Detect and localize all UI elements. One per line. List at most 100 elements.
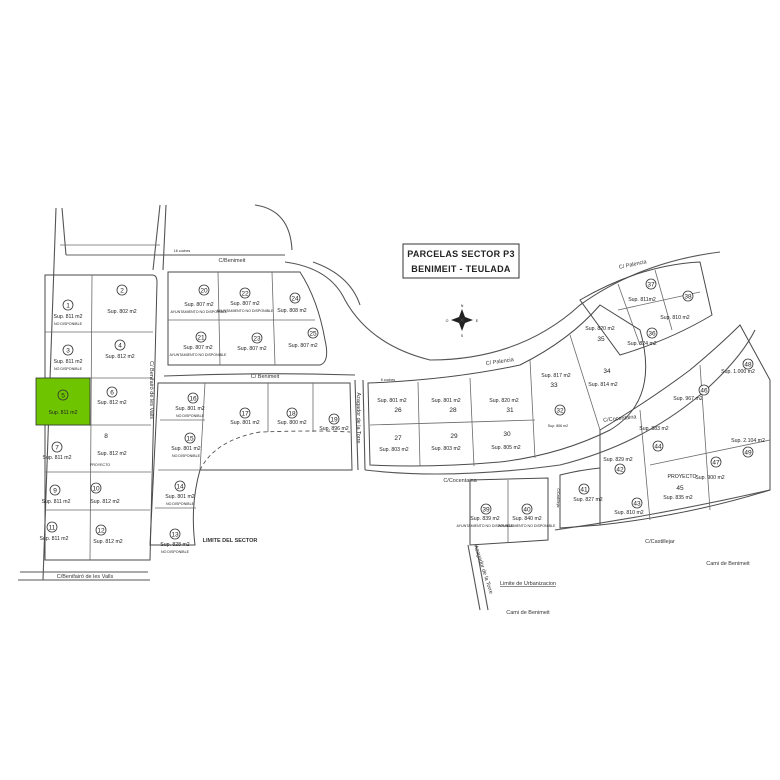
parcel-1[interactable]: 1 Sup. 811 m2 NO DISPONIBLE (53, 299, 83, 326)
svg-text:44: 44 (654, 444, 662, 451)
parcel-33[interactable]: Sup. 817 m2 33 (541, 373, 571, 389)
parcel-6[interactable]: 6 Sup. 812 m2 (97, 386, 127, 406)
parcel-8[interactable]: 8 Sup. 812 m2 PROYECTO (90, 433, 127, 467)
parcel-48[interactable]: 48 Sup. 1.000 m2 (721, 358, 755, 375)
parcel-5-highlight[interactable] (35, 377, 91, 426)
label-c-palencia-mid: C/ Palencia (486, 357, 516, 367)
svg-text:Sup. 840 m2: Sup. 840 m2 (512, 516, 542, 522)
parcel-47[interactable]: 47 Sup. 900 m2 (695, 456, 725, 481)
svg-text:Sup. 808 m2: Sup. 808 m2 (277, 308, 307, 314)
svg-text:Sup. 807 m2: Sup. 807 m2 (184, 302, 214, 308)
parcel-9[interactable]: 9 Sup. 811 m2 (41, 484, 71, 505)
parcel-16[interactable]: 16 Sup. 801 m2 NO DISPONIBLE (175, 392, 205, 418)
svg-text:3: 3 (66, 348, 70, 355)
svg-text:Sup. 839 m2: Sup. 839 m2 (470, 516, 500, 522)
parcel-12[interactable]: 12 Sup. 812 m2 (93, 524, 123, 545)
svg-text:Sup. 967 m2: Sup. 967 m2 (673, 396, 703, 402)
parcel-11[interactable]: 11 Sup. 811 m2 (39, 521, 69, 542)
parcel-10[interactable]: 10 Sup. 812 m2 (90, 482, 120, 505)
svg-text:Sup. 811 m2: Sup. 811 m2 (42, 455, 71, 461)
label-limite-urbanizacion: Limite de Urbanizacion (500, 581, 556, 587)
parcel-36[interactable]: 36 Sup. 824 m2 (627, 327, 658, 347)
compass-e: E (476, 319, 479, 323)
parcel-29[interactable]: 29 Sup. 803 m2 (431, 433, 461, 452)
svg-text:Sup. 814 m2: Sup. 814 m2 (588, 382, 618, 388)
parcel-46[interactable]: 46 Sup. 967 m2 (673, 384, 710, 402)
svg-text:28: 28 (449, 407, 457, 414)
svg-text:26: 26 (394, 407, 402, 414)
svg-text:13: 13 (171, 532, 179, 539)
parcel-49[interactable]: Sup. 2.104 m2 49 (731, 438, 765, 458)
parcel-15[interactable]: 15 Sup. 801 m2 NO DISPONIBLE (171, 432, 201, 458)
parcel-42[interactable]: Sup. 829 m2 42 (603, 457, 633, 475)
parcel-23[interactable]: 23 Sup. 807 m2 (237, 332, 267, 352)
svg-text:33: 33 (550, 382, 558, 389)
svg-text:19: 19 (330, 417, 338, 424)
svg-text:NO DISPONIBLE: NO DISPONIBLE (161, 550, 190, 554)
parcel-14[interactable]: 14 Sup. 801 m2 NO DISPONIBLE (165, 480, 195, 506)
svg-text:Sup. 801 m2: Sup. 801 m2 (230, 420, 260, 426)
svg-text:Sup. 807 m2: Sup. 807 m2 (288, 343, 318, 349)
svg-text:Sup. 812 m2: Sup. 812 m2 (90, 499, 120, 505)
street-labels: C/ Palencia C/ Palencia C/Benimeit C/ Be… (57, 249, 750, 616)
parcel-34[interactable]: 34 Sup. 814 m2 (588, 368, 618, 388)
svg-text:Sup. 1.000 m2: Sup. 1.000 m2 (721, 369, 755, 375)
svg-text:Sup. 801 m2: Sup. 801 m2 (175, 406, 205, 412)
parcel-38[interactable]: 38 Sup. 810 m2 (660, 290, 694, 321)
parcel-27[interactable]: 27 Sup. 803 m2 (379, 435, 409, 453)
parcel-31[interactable]: Sup. 820 m2 31 (489, 398, 519, 414)
svg-text:NO DISPONIBLE: NO DISPONIBLE (172, 454, 201, 458)
svg-text:Sup. 883 m2: Sup. 883 m2 (639, 426, 669, 432)
parcel-7[interactable]: 7 Sup. 811 m2 (42, 441, 72, 461)
parcel-28[interactable]: Sup. 801 m2 28 (431, 398, 461, 414)
parcel-13[interactable]: 13 Sup. 828 m2 NO DISPONIBLE (160, 528, 190, 554)
parcel-26[interactable]: Sup. 801 m2 26 (377, 398, 407, 414)
svg-text:11: 11 (49, 525, 56, 532)
parcel-4[interactable]: 4 Sup. 812 m2 (105, 339, 135, 360)
label-c-palencia-top: C/ Palencia (618, 259, 648, 271)
parcel-22[interactable]: 22 Sup. 807 m2 AYUNTAMIENTO NO DISPONIBL… (217, 287, 275, 313)
svg-text:15: 15 (186, 436, 194, 443)
proyecto-left-label: PROYECTO (90, 463, 110, 467)
svg-text:Sup. 817 m2: Sup. 817 m2 (541, 373, 571, 379)
svg-text:Sup. 811 m2: Sup. 811 m2 (53, 359, 82, 365)
svg-text:35: 35 (597, 336, 605, 343)
parcel-43[interactable]: 43 Sup. 810 m2 (614, 497, 644, 516)
parcel-32[interactable]: 32 Sup. 806 m2 (548, 404, 568, 428)
svg-text:Sup. 800 m2: Sup. 800 m2 (277, 420, 307, 426)
parcel-20[interactable]: 20 Sup. 807 m2 AYUNTAMIENTO NO DISPONIBL… (171, 284, 229, 314)
parcel-40[interactable]: 40 Sup. 840 m2 AYUNTAMIENTO NO DISPONIBL… (499, 503, 557, 528)
parcel-35[interactable]: Sup. 820 m2 35 (585, 326, 615, 343)
parcel-25[interactable]: 25 Sup. 807 m2 (288, 327, 319, 349)
svg-text:Sup. 811 m2: Sup. 811 m2 (39, 536, 68, 542)
svg-text:27: 27 (394, 435, 402, 442)
parcel-19[interactable]: 19 Sup. 896 m2 (319, 413, 349, 432)
parcel-5[interactable]: 5 Sup. 811 m2 (48, 389, 78, 416)
svg-text:NO DISPONIBLE: NO DISPONIBLE (166, 502, 195, 506)
svg-text:Sup. 803 m2: Sup. 803 m2 (431, 446, 461, 452)
label-c-benifairo-side: C/ Benifairó de les Valls (148, 361, 154, 419)
parcel-21[interactable]: 21 Sup. 807 m2 AYUNTAMIENTO NO DISPONIBL… (170, 331, 228, 357)
svg-text:46: 46 (700, 388, 708, 395)
parcel-41[interactable]: 41 Sup. 827 m2 (573, 483, 603, 503)
svg-text:Sup. 811 m2: Sup. 811 m2 (41, 499, 70, 505)
parcel-37[interactable]: 37 Sup. 811m2 (628, 278, 657, 303)
svg-text:NO DISPONIBLE: NO DISPONIBLE (54, 322, 83, 326)
svg-text:49: 49 (744, 450, 752, 457)
svg-text:Sup. 820 m2: Sup. 820 m2 (585, 326, 615, 332)
parcel-39[interactable]: 39 Sup. 839 m2 AYUNTAMIENTO NO DISPONIBL… (457, 503, 515, 528)
svg-text:Sup. 812 m2: Sup. 812 m2 (97, 400, 127, 406)
parcel-24[interactable]: 24 Sup. 808 m2 (277, 292, 307, 314)
parcel-44[interactable]: Sup. 883 m2 44 (639, 426, 669, 452)
svg-text:31: 31 (506, 407, 514, 414)
label-cami-bottom: Cami de Benimeit (506, 610, 550, 616)
parcel-3[interactable]: 3 Sup. 811 m2 NO DISPONIBLE (53, 344, 83, 371)
parcel-2[interactable]: 2 Sup. 802 m2 (107, 284, 137, 315)
parcel-18[interactable]: 18 Sup. 800 m2 (277, 407, 307, 426)
svg-text:4: 4 (118, 343, 122, 350)
svg-text:39: 39 (482, 507, 490, 514)
svg-text:Sup. 811m2: Sup. 811m2 (628, 297, 656, 303)
parcel-45[interactable]: PROYECTO 45 Sup. 835 m2 (663, 474, 696, 501)
parcel-17[interactable]: 17 Sup. 801 m2 (230, 407, 260, 426)
parcel-30[interactable]: 30 Sup. 805 m2 (491, 431, 521, 451)
